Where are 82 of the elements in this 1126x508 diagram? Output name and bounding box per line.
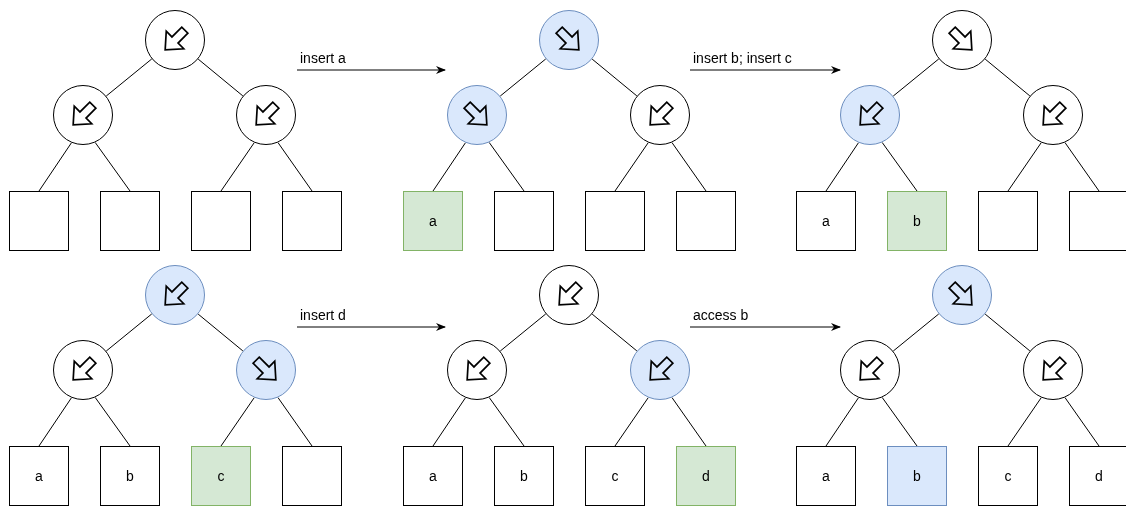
tree-edge (94, 141, 131, 192)
tree-edge (1007, 397, 1042, 447)
tree-node-circle (539, 265, 599, 325)
leaf-box: a (403, 446, 463, 506)
leaf-box: b (494, 446, 554, 506)
transition-label: access b (693, 307, 749, 323)
leaf-box (494, 191, 554, 251)
tree-edge (220, 397, 255, 447)
tree-node-circle (630, 340, 690, 400)
tree-edge (220, 142, 255, 192)
leaf-box (978, 191, 1038, 251)
transition-label: insert b; insert c (693, 50, 792, 66)
tree-edge (38, 142, 72, 192)
tree-edge (38, 397, 72, 447)
tree-edge (892, 313, 940, 352)
leaf-box: a (796, 191, 856, 251)
leaf-box: b (100, 446, 160, 506)
tree-edge (984, 58, 1031, 97)
tree-edge (984, 313, 1031, 352)
tree-node-circle (630, 85, 690, 145)
tree-node-circle (840, 340, 900, 400)
tree-edge (671, 142, 707, 192)
transition-label: insert d (300, 307, 346, 323)
tree-node-circle (53, 340, 113, 400)
tree-edge (499, 58, 547, 97)
tree-edge (614, 142, 649, 192)
tree-node-circle (145, 265, 205, 325)
tree-edge (277, 397, 313, 447)
tree-edge (1064, 142, 1100, 192)
tree-edge (277, 142, 313, 192)
tree-node-circle (932, 265, 992, 325)
tree-edge (488, 141, 525, 192)
tree-edge (892, 58, 940, 97)
leaf-box: a (796, 446, 856, 506)
tree-edge (499, 313, 547, 352)
leaf-box (676, 191, 736, 251)
leaf-box (100, 191, 160, 251)
leaf-box (585, 191, 645, 251)
tree-edge (881, 396, 918, 447)
leaf-box: b (887, 191, 947, 251)
leaf-box (282, 446, 342, 506)
leaf-box: c (585, 446, 645, 506)
tree-edge (1064, 397, 1100, 447)
leaf-box: c (978, 446, 1038, 506)
tree-node-circle (1023, 340, 1083, 400)
leaf-box: c (191, 446, 251, 506)
tree-edge (105, 58, 153, 97)
tree-edge (591, 313, 638, 352)
leaf-box (9, 191, 69, 251)
tree-edge (432, 142, 466, 192)
tree-edge (671, 397, 707, 447)
tree-edge (94, 396, 131, 447)
tree-edge (614, 397, 649, 447)
tree-edge (1007, 142, 1042, 192)
tree-edge (197, 313, 244, 352)
leaf-box (1069, 191, 1126, 251)
tree-node-circle (840, 85, 900, 145)
transition-label: insert a (300, 50, 346, 66)
leaf-box: d (676, 446, 736, 506)
leaf-box: a (9, 446, 69, 506)
tree-node-circle (932, 10, 992, 70)
tree-node-circle (236, 340, 296, 400)
tree-edge (488, 396, 525, 447)
tree-node-circle (145, 10, 205, 70)
leaf-box: b (887, 446, 947, 506)
tree-edge (105, 313, 153, 352)
tree-edge (591, 58, 638, 97)
tree-edge (432, 397, 466, 447)
tree-edge (197, 58, 244, 97)
leaf-box (191, 191, 251, 251)
tree-node-circle (539, 10, 599, 70)
tree-node-circle (447, 340, 507, 400)
leaf-box (282, 191, 342, 251)
leaf-box: d (1069, 446, 1126, 506)
tree-node-circle (53, 85, 113, 145)
tree-node-circle (236, 85, 296, 145)
tree-node-circle (447, 85, 507, 145)
tree-edge (881, 141, 918, 192)
leaf-box: a (403, 191, 463, 251)
tree-edge (825, 142, 859, 192)
tree-node-circle (1023, 85, 1083, 145)
tree-edge (825, 397, 859, 447)
